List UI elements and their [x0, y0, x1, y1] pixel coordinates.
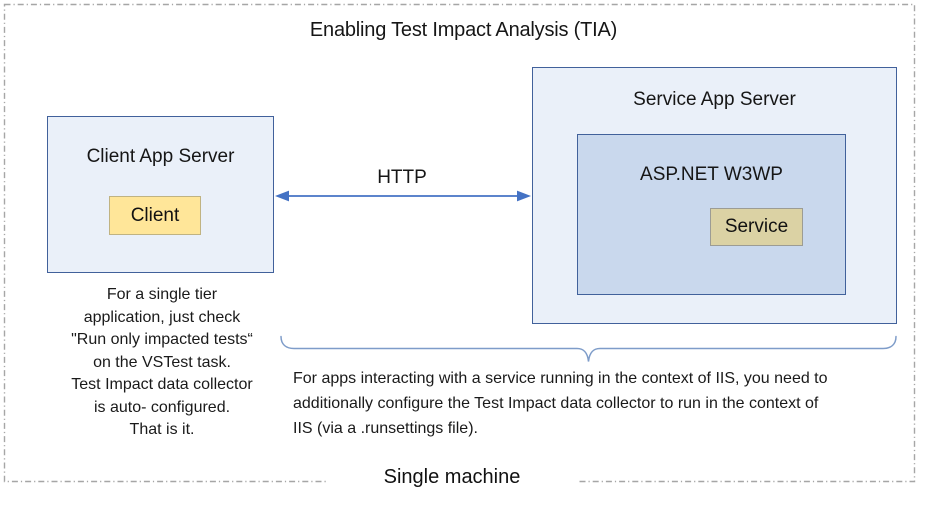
- http-connection-label: HTTP: [377, 167, 427, 188]
- single-machine-label: Single machine: [327, 465, 577, 492]
- arrow-head-left-icon: [275, 190, 289, 202]
- iis-configuration-note: For apps interacting with a service runn…: [293, 370, 828, 437]
- service-app-server-label: Service App Server: [633, 89, 796, 110]
- service-component-box: Service: [710, 208, 803, 246]
- http-arrow: [275, 190, 531, 202]
- single-tier-note: For a single tier application, just chec…: [71, 286, 253, 438]
- diagram-title: Enabling Test Impact Analysis (TIA): [309, 19, 618, 41]
- client-component-label: Client: [130, 204, 180, 226]
- service-component-label: Service: [724, 216, 789, 237]
- client-app-server-label: Client App Server: [86, 146, 235, 167]
- aspnet-w3wp-box: ASP.NET W3WP Service: [577, 134, 846, 295]
- aspnet-w3wp-label: ASP.NET W3WP: [640, 164, 783, 185]
- service-app-server-box: Service App Server ASP.NET W3WP Service: [532, 67, 897, 324]
- brace-icon: [280, 335, 897, 362]
- client-component-box: Client: [109, 196, 201, 235]
- arrow-head-right-icon: [517, 190, 531, 202]
- client-app-server-box: Client App Server Client: [47, 116, 274, 273]
